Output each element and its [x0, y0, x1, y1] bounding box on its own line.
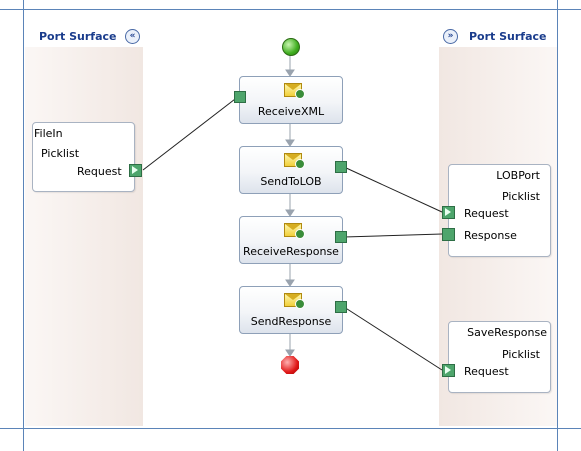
send-to-lob-port-connector[interactable] [335, 161, 347, 173]
receive-xml-port-connector[interactable] [234, 91, 246, 103]
receive-message-icon [284, 223, 305, 239]
shape-label: SendResponse [250, 315, 332, 328]
left-port-surface [25, 26, 143, 426]
port-name: LOBPort [496, 169, 540, 182]
collapse-left-surface-button[interactable]: « [125, 29, 140, 44]
port-save-response[interactable]: SaveResponse Picklist Request [448, 321, 551, 393]
left-port-surface-header: Port Surface « [25, 26, 143, 47]
connection-line [343, 233, 443, 238]
port-operation-request: Request [464, 207, 509, 220]
send-response-port-connector[interactable] [335, 301, 347, 313]
lob-port-request-connector[interactable] [442, 206, 455, 219]
connection-line [343, 166, 443, 213]
receive-message-icon [284, 83, 305, 99]
port-type: Picklist [501, 190, 540, 203]
port-name: SaveResponse [467, 326, 547, 339]
shape-label: SendToLOB [260, 175, 322, 188]
shape-receive-response[interactable]: ReceiveResponse [239, 216, 343, 264]
port-type: Picklist [41, 147, 80, 160]
start-shape-icon[interactable] [282, 38, 300, 56]
shape-receive-xml[interactable]: ReceiveXML [239, 76, 343, 124]
shape-send-response[interactable]: SendResponse [239, 286, 343, 334]
port-operation: Request [77, 165, 122, 178]
end-shape-icon[interactable] [281, 356, 299, 374]
lob-port-response-connector[interactable] [442, 228, 455, 241]
connection-line [142, 95, 240, 171]
receive-response-port-connector[interactable] [335, 231, 347, 243]
port-name: FileIn [34, 127, 63, 140]
left-border-line [23, 0, 24, 451]
right-port-surface-header: » Port Surface [439, 26, 557, 47]
port-operation-response: Response [464, 229, 517, 242]
port-lob-port[interactable]: LOBPort Picklist Request Response [448, 164, 551, 257]
port-type: Picklist [501, 348, 540, 361]
connection-line [343, 306, 443, 371]
port-file-in[interactable]: FileIn Picklist Request [32, 122, 135, 192]
expand-right-surface-button[interactable]: » [443, 29, 458, 44]
send-message-icon [284, 293, 305, 309]
port-operation-request: Request [464, 365, 509, 378]
shape-send-to-lob[interactable]: SendToLOB [239, 146, 343, 194]
save-response-request-connector[interactable] [442, 364, 455, 377]
right-port-surface-title: Port Surface [469, 30, 547, 43]
file-in-request-connector[interactable] [129, 164, 142, 177]
bottom-border-line [0, 428, 581, 429]
top-border-line [0, 9, 581, 10]
shape-label: ReceiveResponse [243, 245, 339, 258]
send-message-icon [284, 153, 305, 169]
shape-label: ReceiveXML [257, 105, 325, 118]
flow-arrows [285, 55, 295, 357]
right-border-line [557, 0, 558, 451]
left-port-surface-title: Port Surface [39, 30, 117, 43]
